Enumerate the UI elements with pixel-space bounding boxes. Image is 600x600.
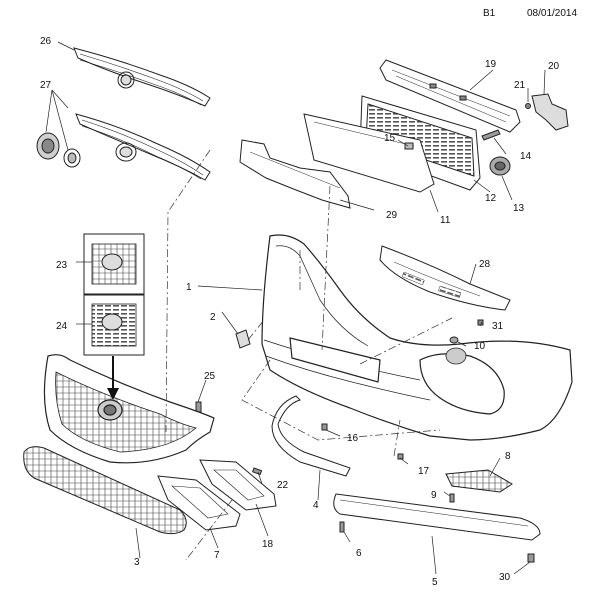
callout-26: 26	[40, 36, 52, 47]
callout-16: 16	[347, 433, 359, 444]
part-14-screw-icon	[481, 129, 501, 141]
part-29-energy-absorber	[239, 139, 351, 209]
part-26-upper-grille-trim	[73, 47, 211, 107]
part-20-side-bracket	[531, 93, 569, 131]
part-15-clip-icon	[404, 142, 414, 150]
callout-15: 15	[384, 133, 396, 144]
part-10-fastener-icon	[449, 336, 459, 344]
part-17-clip-icon	[397, 453, 404, 460]
callout-5: 5	[432, 577, 438, 588]
callout-3: 3	[134, 557, 140, 568]
callout-27: 27	[40, 80, 52, 91]
callout-12: 12	[485, 193, 497, 204]
radiator-grille-assembly	[43, 354, 215, 464]
callout-22: 22	[277, 480, 289, 491]
callout-4: 4	[313, 500, 319, 511]
part-22-screw-icon	[251, 467, 263, 476]
callout-29: 29	[386, 210, 398, 221]
part-23-grille-detail-inset	[83, 233, 145, 295]
callout-23: 23	[56, 260, 68, 271]
part-2-tow-eye-cover	[235, 329, 251, 349]
part-8-side-grille	[445, 469, 513, 493]
callout-30: 30	[499, 572, 511, 583]
part-4-lower-spoiler	[271, 395, 351, 477]
part-11-air-deflector	[303, 113, 435, 193]
callout-7: 7	[214, 550, 220, 561]
emblem-badge-icon	[36, 132, 81, 168]
callout-2: 2	[210, 312, 216, 323]
part-1-front-bumper-fascia	[261, 234, 573, 441]
inset-pointer-arrow	[107, 356, 119, 400]
part-16-clip-icon	[321, 423, 328, 431]
callout-14: 14	[520, 151, 532, 162]
callout-labels: 26 27 19 20 21 15 14 12 13 11 29 23 24 2…	[40, 36, 560, 588]
assembly-guide-lines	[165, 149, 453, 561]
callout-1: 1	[186, 282, 192, 293]
part-18-fog-lamp-bezel	[199, 459, 277, 511]
part-5-lower-valance	[333, 493, 541, 541]
callout-28: 28	[479, 259, 491, 270]
part-6-screw-icon	[339, 521, 345, 533]
callout-24: 24	[56, 321, 68, 332]
part-19-upper-support-bracket	[379, 59, 521, 133]
callout-18: 18	[262, 539, 274, 550]
callout-8: 8	[505, 451, 511, 462]
callout-25: 25	[204, 371, 216, 382]
callout-6: 6	[356, 548, 362, 559]
part-25-screw-icon	[195, 401, 202, 413]
part-9-screw-icon	[449, 493, 455, 503]
part-21-screw-icon	[525, 103, 531, 109]
callout-13: 13	[513, 203, 525, 214]
callout-9: 9	[431, 490, 437, 501]
diagram-date: 08/01/2014	[527, 8, 578, 19]
part-24-grille-detail-inset	[83, 294, 145, 356]
part-13-actuator-icon	[489, 156, 511, 176]
callout-31: 31	[492, 321, 504, 332]
part-27-chrome-grille-trim	[75, 113, 211, 181]
callout-21: 21	[514, 80, 526, 91]
part-3-lower-grille	[23, 446, 187, 535]
callout-10: 10	[474, 341, 486, 352]
callout-11: 11	[440, 215, 451, 226]
leader-lines	[45, 41, 546, 575]
callout-19: 19	[485, 59, 497, 70]
callout-20: 20	[548, 61, 560, 72]
callout-17: 17	[418, 466, 430, 477]
part-28-grille-insert	[379, 245, 511, 311]
part-30-nut-icon	[527, 553, 535, 563]
sheet-code: B1	[483, 8, 496, 19]
